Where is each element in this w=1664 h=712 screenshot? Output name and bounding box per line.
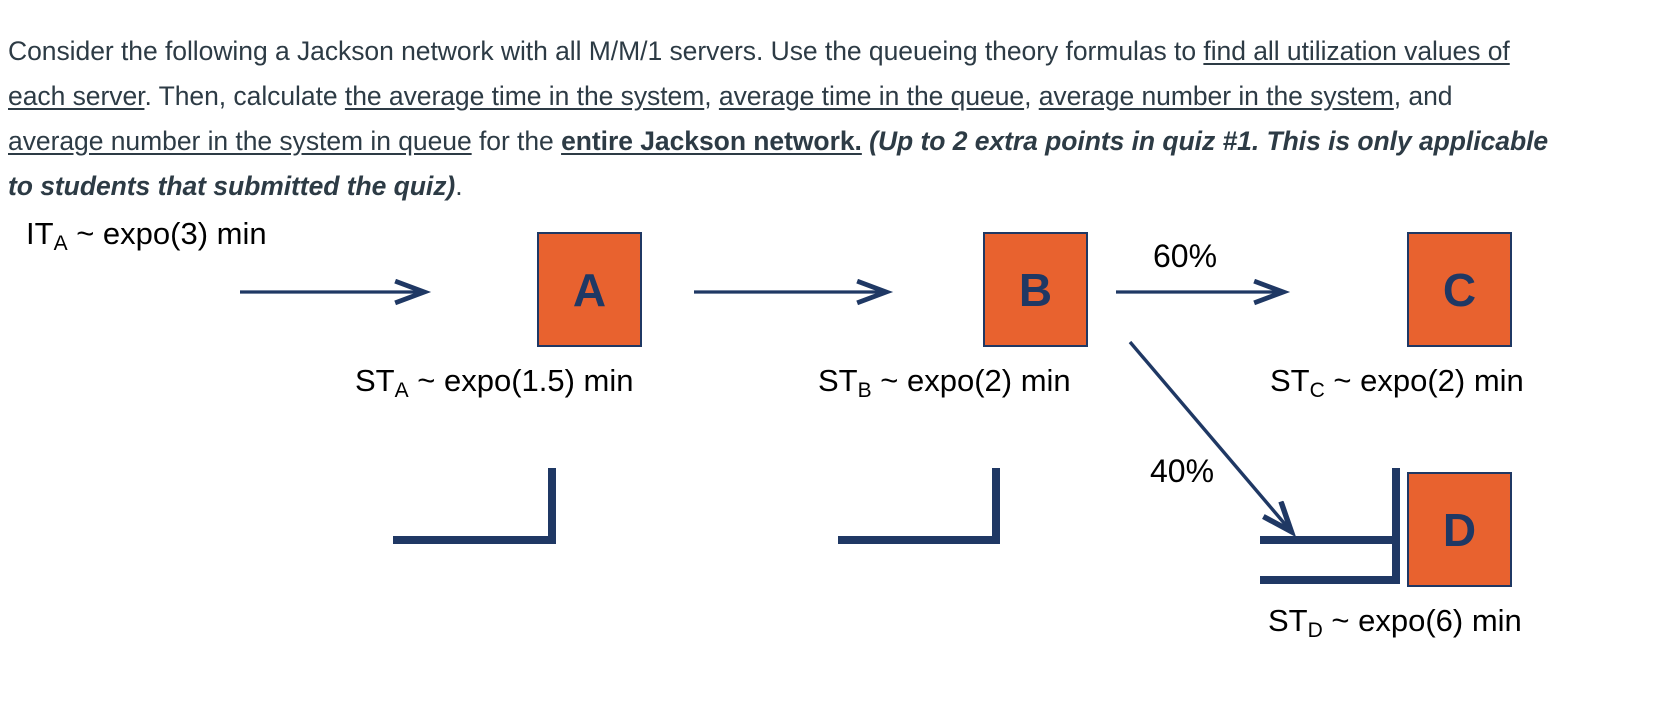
service-time-label-D: STD ~ expo(6) min	[1268, 603, 1522, 641]
server-node-A[interactable]: A	[537, 232, 642, 347]
prompt-underline-5: average number in the system in queue	[8, 125, 472, 156]
prompt-text-4: ,	[1024, 80, 1039, 111]
prompt-text-1: Consider the following a Jackson network…	[8, 35, 1204, 66]
server-label-B: B	[1018, 263, 1053, 316]
arrival-label-suffix: ~ expo(3) min	[67, 216, 267, 251]
server-label-A: A	[572, 263, 607, 316]
prompt-text-5: , and	[1393, 80, 1453, 111]
service-label-D-subscript: D	[1307, 618, 1323, 642]
server-label-C: C	[1442, 263, 1477, 316]
prompt-underline-1: find all utilization values of each serv…	[8, 35, 1510, 111]
service-time-label-A: STA ~ expo(1.5) min	[355, 363, 634, 401]
service-label-D-suffix: ~ expo(6) min	[1322, 603, 1522, 638]
queue-bracket-D	[1260, 508, 1400, 584]
service-label-C-subscript: C	[1309, 378, 1325, 402]
prompt-text-3: ,	[704, 80, 719, 111]
server-node-D[interactable]: D	[1407, 472, 1512, 587]
queue-bracket-A	[393, 468, 556, 544]
service-label-C-suffix: ~ expo(2) min	[1324, 363, 1524, 398]
prompt-underline-4: average number in the system	[1038, 80, 1394, 111]
jackson-network-diagram: A B C D ITA ~ expo(3) min STA ~ expo(1.5…	[0, 180, 1664, 712]
queue-bracket-C	[1260, 468, 1400, 544]
service-time-label-B: STB ~ expo(2) min	[818, 363, 1071, 401]
server-label-D: D	[1442, 503, 1477, 556]
server-node-B[interactable]: B	[983, 232, 1088, 347]
question-prompt: Consider the following a Jackson network…	[8, 29, 1554, 209]
prompt-bold-underline-jackson: entire Jackson network.	[561, 125, 862, 156]
service-label-A-prefix: ST	[355, 363, 395, 398]
arrival-label-prefix: IT	[26, 216, 54, 251]
prompt-text-8: .	[455, 170, 463, 201]
prompt-text-6: for the	[471, 125, 562, 156]
service-label-B-subscript: B	[857, 378, 872, 402]
diagram-connectors	[240, 180, 1400, 584]
service-label-A-suffix: ~ expo(1.5) min	[408, 363, 634, 398]
prompt-text-2: . Then, calculate	[144, 80, 345, 111]
arrival-label-subscript: A	[53, 231, 68, 255]
service-label-C-prefix: ST	[1270, 363, 1310, 398]
service-time-label-C: STC ~ expo(2) min	[1270, 363, 1524, 401]
queue-bracket-B	[838, 468, 1000, 544]
arrival-time-label: ITA ~ expo(3) min	[26, 216, 267, 254]
server-node-C[interactable]: C	[1407, 232, 1512, 347]
service-label-A-subscript: A	[394, 378, 409, 402]
service-label-B-suffix: ~ expo(2) min	[871, 363, 1071, 398]
arrow-B-to-D	[1128, 340, 1290, 530]
service-label-D-prefix: ST	[1268, 603, 1308, 638]
prompt-italic-note: (Up to 2 extra points in quiz #1. This i…	[8, 125, 1549, 201]
service-label-B-prefix: ST	[818, 363, 858, 398]
routing-probability-B-to-C: 60%	[1153, 238, 1218, 274]
routing-probability-B-to-D: 40%	[1150, 453, 1215, 489]
prompt-underline-3: average time in the queue	[718, 80, 1025, 111]
prompt-underline-2: the average time in the system	[344, 80, 705, 111]
